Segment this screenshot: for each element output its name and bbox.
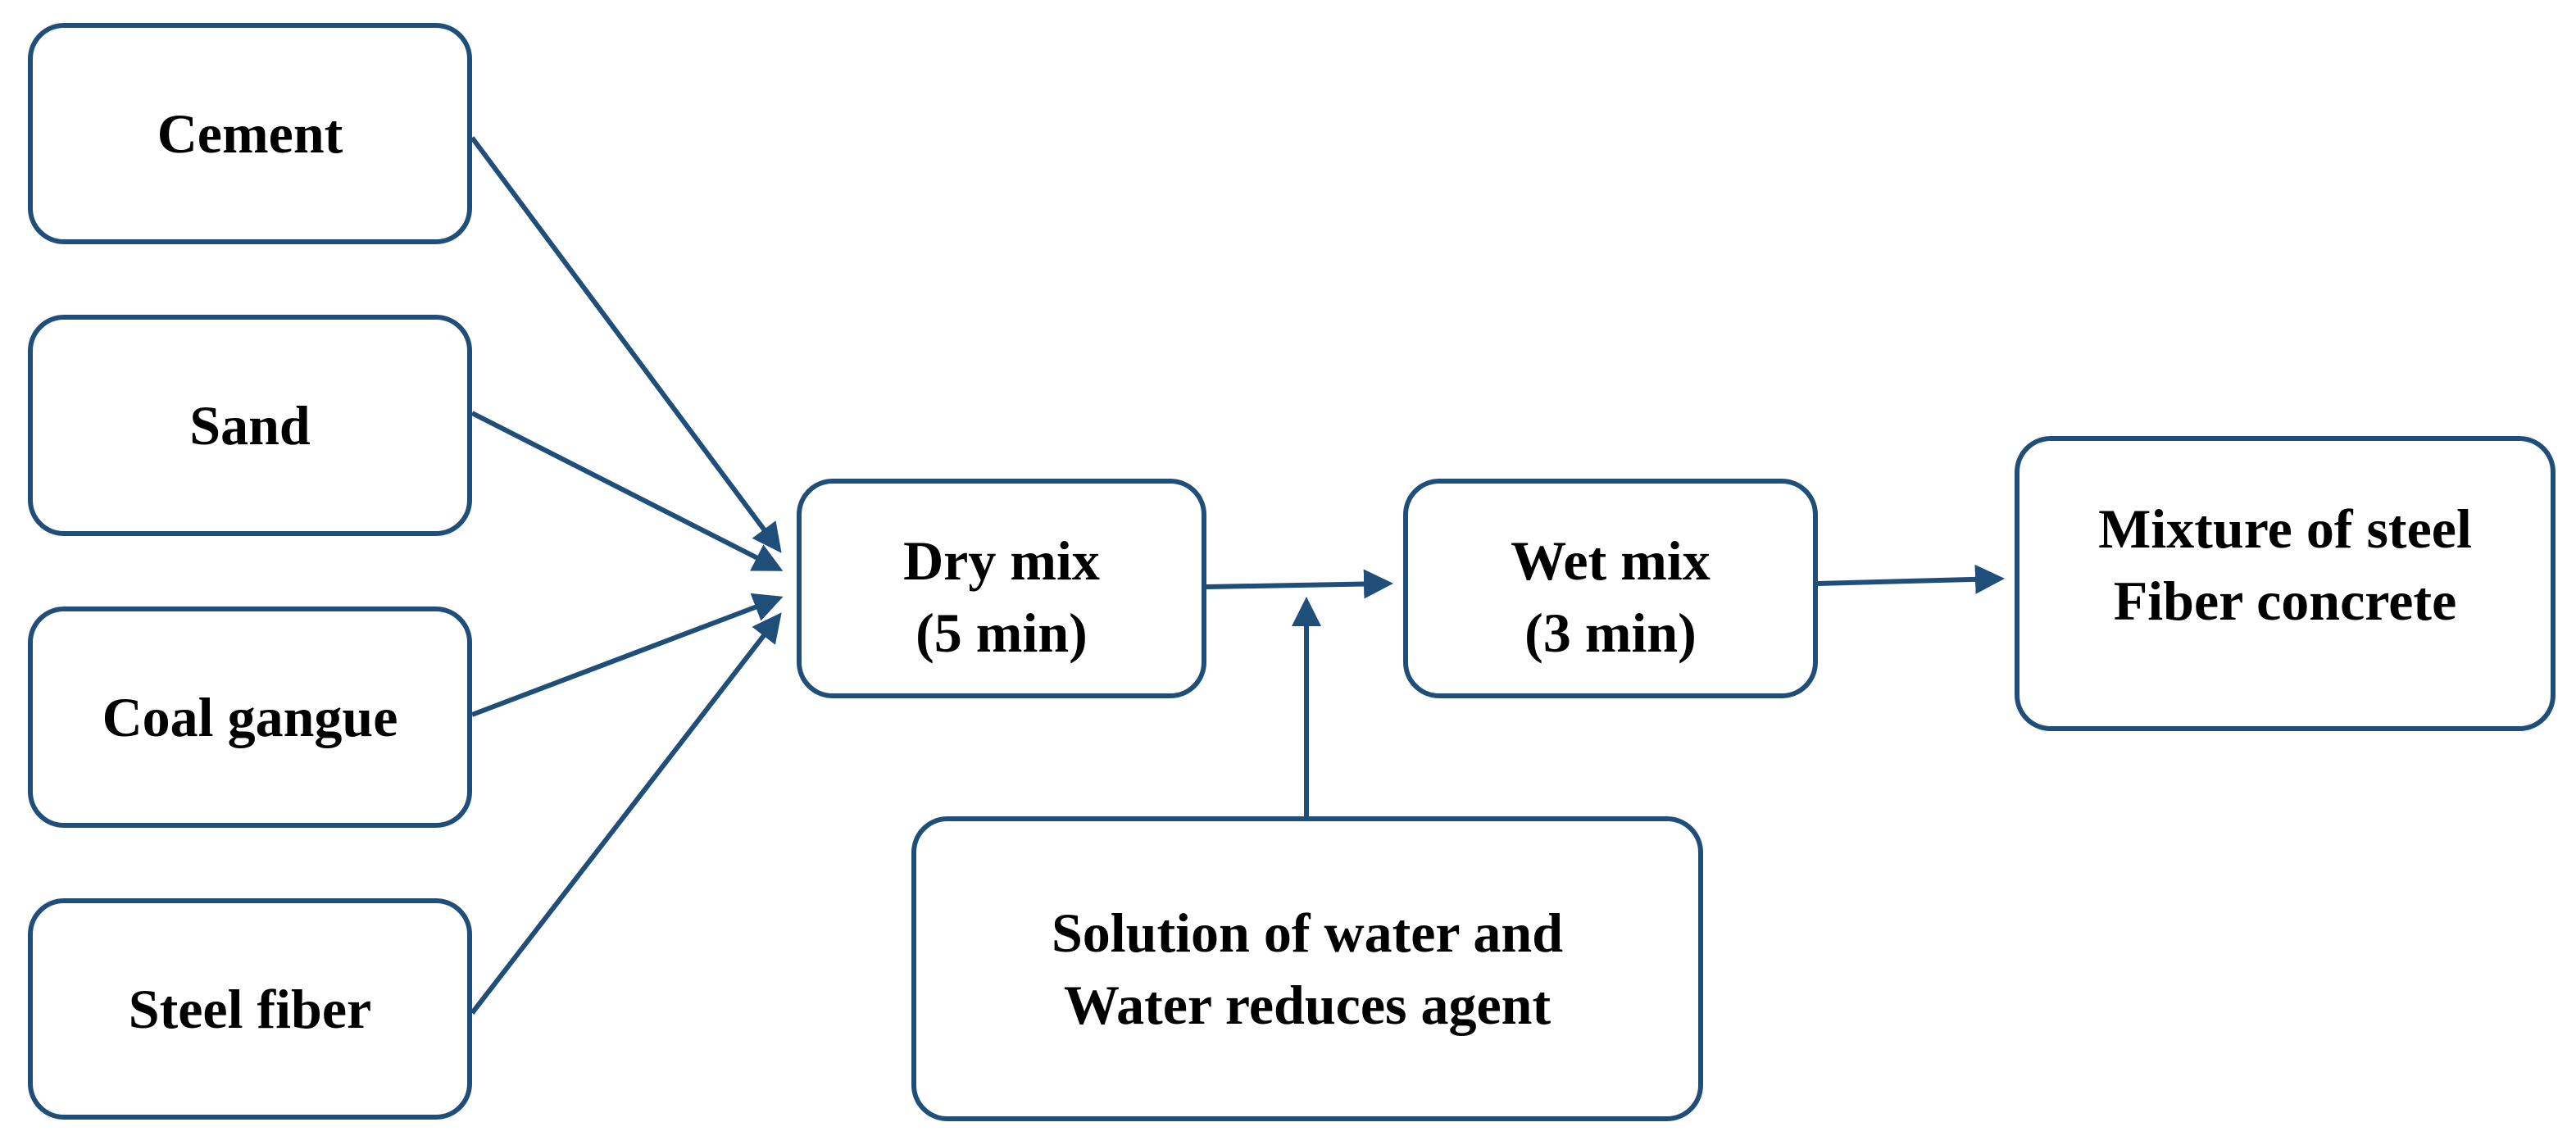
step-box-wet-mix: Wet mix (3 min) <box>1403 479 1818 698</box>
step-label-wet-mix: Wet mix (3 min) <box>1511 529 1711 664</box>
arrow-steel-fiber-to-dry-mix <box>470 612 782 1015</box>
input-box-sand: Sand <box>28 315 472 536</box>
input-box-cement: Cement <box>28 23 472 244</box>
arrow-cement-to-dry-mix <box>470 136 782 553</box>
step-box-dry-mix: Dry mix (5 min) <box>797 479 1206 698</box>
additive-box-solution: Solution of water and Water reduces agen… <box>911 816 1703 1121</box>
arrow-wet-mix-to-mixture <box>1817 564 2005 594</box>
arrow-sand-to-dry-mix <box>470 411 784 571</box>
output-label-mixture: Mixture of steel Fiber concrete <box>2098 497 2472 632</box>
input-label-steel-fiber: Steel fiber <box>128 977 372 1040</box>
input-box-steel-fiber: Steel fiber <box>28 898 472 1120</box>
input-label-cement: Cement <box>157 102 343 165</box>
step-label-dry-mix: Dry mix (5 min) <box>903 529 1100 664</box>
arrow-dry-mix-to-wet-mix <box>1206 569 1393 599</box>
input-box-coal-gangue: Coal gangue <box>28 607 472 828</box>
arrow-coal-gangue-to-dry-mix <box>470 593 784 717</box>
input-label-coal-gangue: Coal gangue <box>102 685 398 748</box>
additive-label-solution: Solution of water and Water reduces agen… <box>1051 901 1564 1036</box>
output-box-mixture: Mixture of steel Fiber concrete <box>2015 436 2556 731</box>
input-label-sand: Sand <box>189 393 311 457</box>
